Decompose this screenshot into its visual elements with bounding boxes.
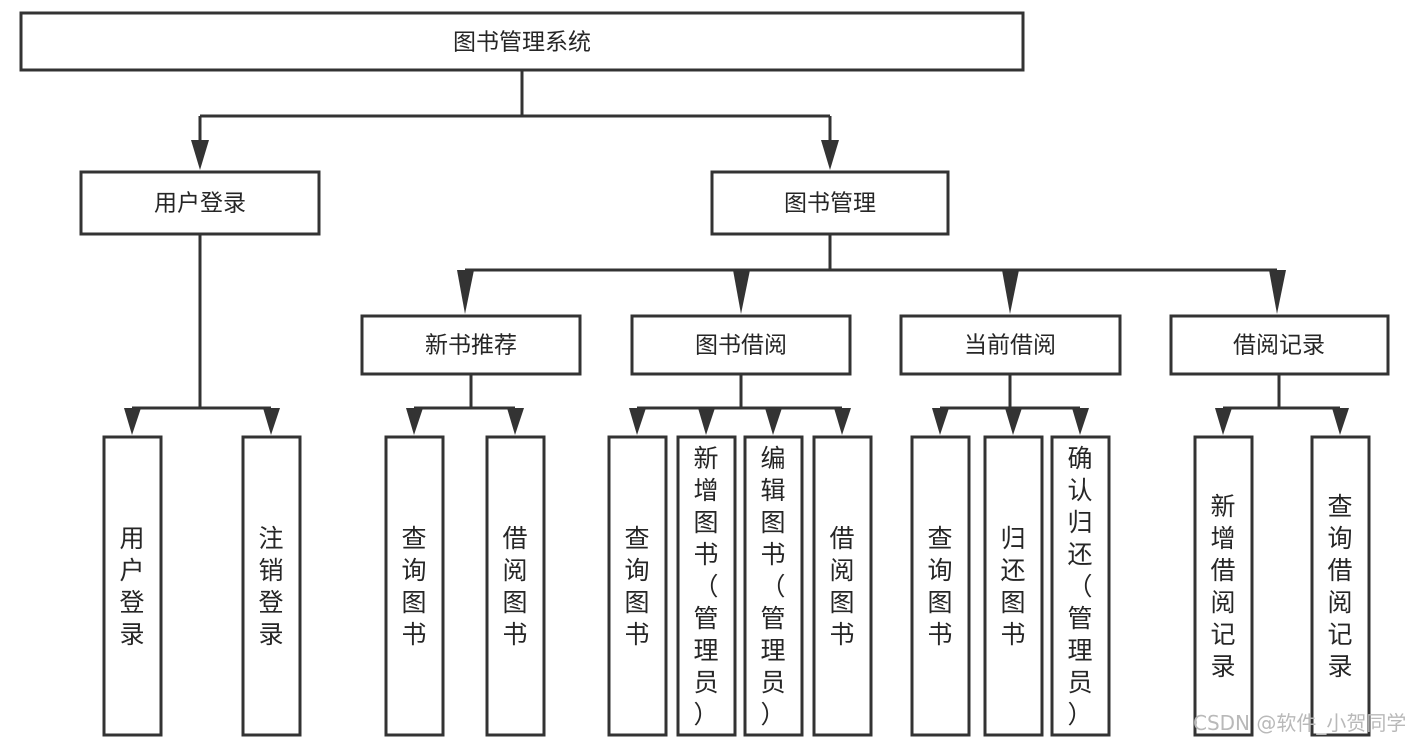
leaf-return-book-box[interactable]	[983, 435, 1044, 737]
leaf-query-book-3-box[interactable]	[910, 435, 971, 737]
leaf-query-borrow-record-box[interactable]	[1310, 435, 1371, 737]
leaf-confirm-return-admin-label: 确认归还（管理员）	[1067, 444, 1092, 729]
arrow-to-leaf-query-book-2	[629, 408, 646, 435]
arrow-to-leaf-confirm-return-admin	[1072, 408, 1089, 435]
arrow-to-leaf-borrow-book-2	[834, 408, 851, 435]
leaf-query-book-1-label: 查询图书	[401, 524, 426, 649]
leaf-user-login-label: 用户登录	[119, 524, 144, 649]
leaf-borrow-book-1-label: 借阅图书	[502, 524, 527, 649]
leaf-node[interactable]: 归还图书	[983, 435, 1044, 737]
arrow-to-leaf-add-book-admin	[698, 408, 715, 435]
leaf-node[interactable]: 查询借阅记录	[1310, 435, 1371, 737]
leaf-query-book-2-box[interactable]	[607, 435, 668, 737]
leaf-node[interactable]: 注销登录	[241, 435, 302, 737]
csdn-watermark: CSDN @软件_小贺同学	[1193, 711, 1405, 735]
node-borrow-record[interactable]: 借阅记录	[1169, 314, 1390, 376]
leaf-return-book-label: 归还图书	[1000, 524, 1025, 649]
leaf-borrow-book-1-box[interactable]	[485, 435, 546, 737]
leaf-edit-book-admin-label: 编辑图书（管理员）	[760, 444, 785, 729]
leaf-node[interactable]: 确认归还（管理员）	[1050, 435, 1111, 737]
leaf-node[interactable]: 查询图书	[910, 435, 971, 737]
node-new-book-recommend-label: 新书推荐	[425, 333, 517, 359]
leaf-logout-login-box[interactable]	[241, 435, 302, 737]
leaf-query-book-1-box[interactable]	[384, 435, 445, 737]
leaf-borrow-book-2-box[interactable]	[812, 435, 873, 737]
leaf-edit-book-admin-box[interactable]	[743, 435, 804, 737]
leaf-query-book-2-label: 查询图书	[624, 524, 649, 649]
arrow-to-borrow-record	[1269, 270, 1286, 314]
arrow-to-new-book-recommend	[457, 270, 474, 314]
arrow-to-leaf-logout-login	[263, 408, 280, 435]
node-borrow-record-label: 借阅记录	[1233, 333, 1325, 359]
leaf-confirm-return-admin-box[interactable]	[1050, 435, 1111, 737]
leaf-layer: 用户登录 注销登录 查询图书 借阅图书 查询图书 新增图书（管理员）	[102, 435, 1371, 737]
node-user-login-box[interactable]	[79, 170, 321, 236]
leaf-query-borrow-record-label: 查询借阅记录	[1327, 492, 1352, 681]
leaf-node[interactable]: 借阅图书	[485, 435, 546, 737]
node-current-borrow[interactable]: 当前借阅	[899, 314, 1122, 376]
arrow-to-leaf-query-borrow-record	[1332, 408, 1349, 435]
node-book-management[interactable]: 图书管理	[710, 170, 950, 236]
arrow-to-leaf-user-login	[124, 408, 141, 435]
node-new-book-recommend-box[interactable]	[360, 314, 582, 376]
arrow-to-leaf-query-book-3	[932, 408, 949, 435]
arrow-to-user-login	[191, 140, 209, 170]
leaf-add-borrow-record-label: 新增借阅记录	[1210, 492, 1235, 681]
leaf-node[interactable]: 借阅图书	[812, 435, 873, 737]
arrow-to-leaf-borrow-book-1	[507, 408, 524, 435]
connector-layer	[124, 70, 1349, 435]
leaf-node[interactable]: 新增借阅记录	[1193, 435, 1254, 737]
arrow-to-leaf-add-borrow-record	[1215, 408, 1232, 435]
node-book-borrow[interactable]: 图书借阅	[630, 314, 852, 376]
leaf-query-book-3-label: 查询图书	[927, 524, 952, 649]
root-node-box[interactable]	[19, 11, 1025, 72]
leaf-add-borrow-record-box[interactable]	[1193, 435, 1254, 737]
node-borrow-record-box[interactable]	[1169, 314, 1390, 376]
node-current-borrow-box[interactable]	[899, 314, 1122, 376]
arrow-to-book-borrow	[733, 270, 750, 314]
leaf-node[interactable]: 查询图书	[607, 435, 668, 737]
arrow-to-leaf-query-book-1	[406, 408, 423, 435]
node-new-book-recommend[interactable]: 新书推荐	[360, 314, 582, 376]
arrow-to-leaf-edit-book-admin	[765, 408, 782, 435]
root-node[interactable]: 图书管理系统	[19, 11, 1025, 72]
root-node-label: 图书管理系统	[453, 30, 591, 56]
arrow-to-current-borrow	[1002, 270, 1019, 314]
leaf-add-book-admin-label: 新增图书（管理员）	[693, 444, 718, 729]
node-book-borrow-label: 图书借阅	[695, 333, 787, 359]
leaf-borrow-book-2-label: 借阅图书	[829, 524, 854, 649]
leaf-node[interactable]: 编辑图书（管理员）	[743, 435, 804, 737]
arrow-to-leaf-return-book	[1005, 408, 1022, 435]
node-user-login-label: 用户登录	[154, 191, 246, 217]
node-book-borrow-box[interactable]	[630, 314, 852, 376]
leaf-add-book-admin-box[interactable]	[676, 435, 737, 737]
node-book-management-label: 图书管理	[784, 191, 876, 217]
node-user-login[interactable]: 用户登录	[79, 170, 321, 236]
leaf-node[interactable]: 查询图书	[384, 435, 445, 737]
node-book-management-box[interactable]	[710, 170, 950, 236]
leaf-node[interactable]: 新增图书（管理员）	[676, 435, 737, 737]
node-current-borrow-label: 当前借阅	[964, 333, 1056, 359]
leaf-node[interactable]: 用户登录	[102, 435, 163, 737]
leaf-logout-login-label: 注销登录	[258, 524, 283, 649]
arrow-to-book-management	[821, 140, 839, 170]
leaf-user-login-box[interactable]	[102, 435, 163, 737]
